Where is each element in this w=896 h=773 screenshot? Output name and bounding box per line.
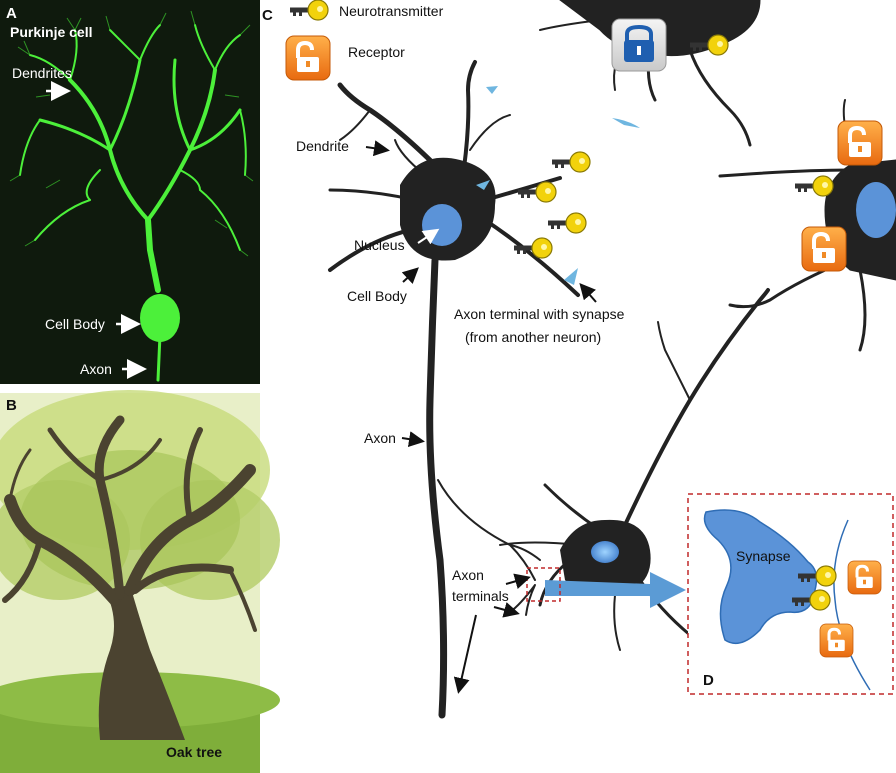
arrow-axon-terminal (579, 282, 597, 303)
label-axon-terminals-line2: terminals (452, 588, 509, 604)
label-cell-body: Cell Body (347, 288, 407, 304)
arrow-axon-down (453, 614, 477, 694)
label-dendrite: Dendrite (296, 138, 349, 154)
panel-a-title: Purkinje cell (10, 24, 92, 40)
label-axon-terminal-line1: Axon terminal with synapse (454, 306, 625, 322)
panel-a-cell-body-label: Cell Body (45, 316, 105, 332)
label-synapse: Synapse (736, 548, 791, 564)
postsynaptic-membrane (833, 519, 871, 691)
main-neuron (328, 60, 580, 719)
legend-receptor-label: Receptor (348, 44, 405, 60)
top-axon-terminal (612, 118, 640, 128)
arrow-dendrite (365, 140, 390, 157)
top-lock-icon (611, 18, 667, 72)
panel-a: A Purkinje cell Dendrites Cell Body Axon (0, 0, 260, 384)
panel-a-axon-label: Axon (80, 361, 112, 377)
arrow-axon-terminals-b (493, 602, 520, 618)
right-receptor-bottom (800, 225, 848, 273)
panel-d-receptor-2 (818, 622, 855, 659)
purkinje-fine-dendrites (9, 10, 254, 257)
main-key-3 (547, 212, 587, 234)
panel-d: Synapse D (687, 493, 894, 695)
zoom-arrow (545, 572, 686, 608)
arrow-axon-terminals-a (505, 573, 531, 589)
main-key-1 (551, 151, 591, 173)
second-neuron-nucleus (591, 541, 619, 563)
label-axon-terminals-line1: Axon (452, 567, 484, 583)
main-neuron-nucleus (422, 204, 462, 246)
main-dendrite-synapse-top (486, 86, 498, 94)
panel-c-letter: C (262, 7, 273, 24)
arrow-axon (401, 431, 425, 448)
main-dendrite-synapse-low (564, 268, 578, 285)
arrow-nucleus (417, 228, 440, 245)
panel-a-letter: A (6, 5, 17, 22)
legend-receptor-icon (284, 34, 332, 82)
right-neuron-nucleus (856, 182, 896, 238)
panel-d-receptor-1 (846, 559, 883, 596)
main-dendrite-synapse-mid (476, 180, 490, 190)
arrow-cell-body (401, 267, 419, 285)
oak-tree-illustration (0, 390, 280, 773)
legend-neurotransmitter-label: Neurotransmitter (339, 3, 444, 19)
panel-b-caption: Oak tree (166, 744, 222, 760)
legend-key-icon (289, 0, 329, 21)
panel-b-letter: B (6, 397, 17, 414)
purkinje-soma (140, 294, 180, 342)
purkinje-cell-illustration (19, 24, 247, 382)
panel-c: C Neurotransmitter Receptor (262, 0, 896, 719)
label-axon: Axon (364, 430, 396, 446)
label-nucleus: Nucleus (354, 237, 405, 253)
panel-a-dendrites-label: Dendrites (12, 65, 72, 81)
panel-b: B Oak tree (0, 390, 280, 773)
synapse-shape (703, 509, 818, 645)
label-axon-terminal-line2: (from another neuron) (465, 329, 601, 345)
right-receptor-top (836, 119, 884, 167)
panel-d-letter: D (703, 672, 714, 689)
right-key-icon (794, 175, 834, 197)
